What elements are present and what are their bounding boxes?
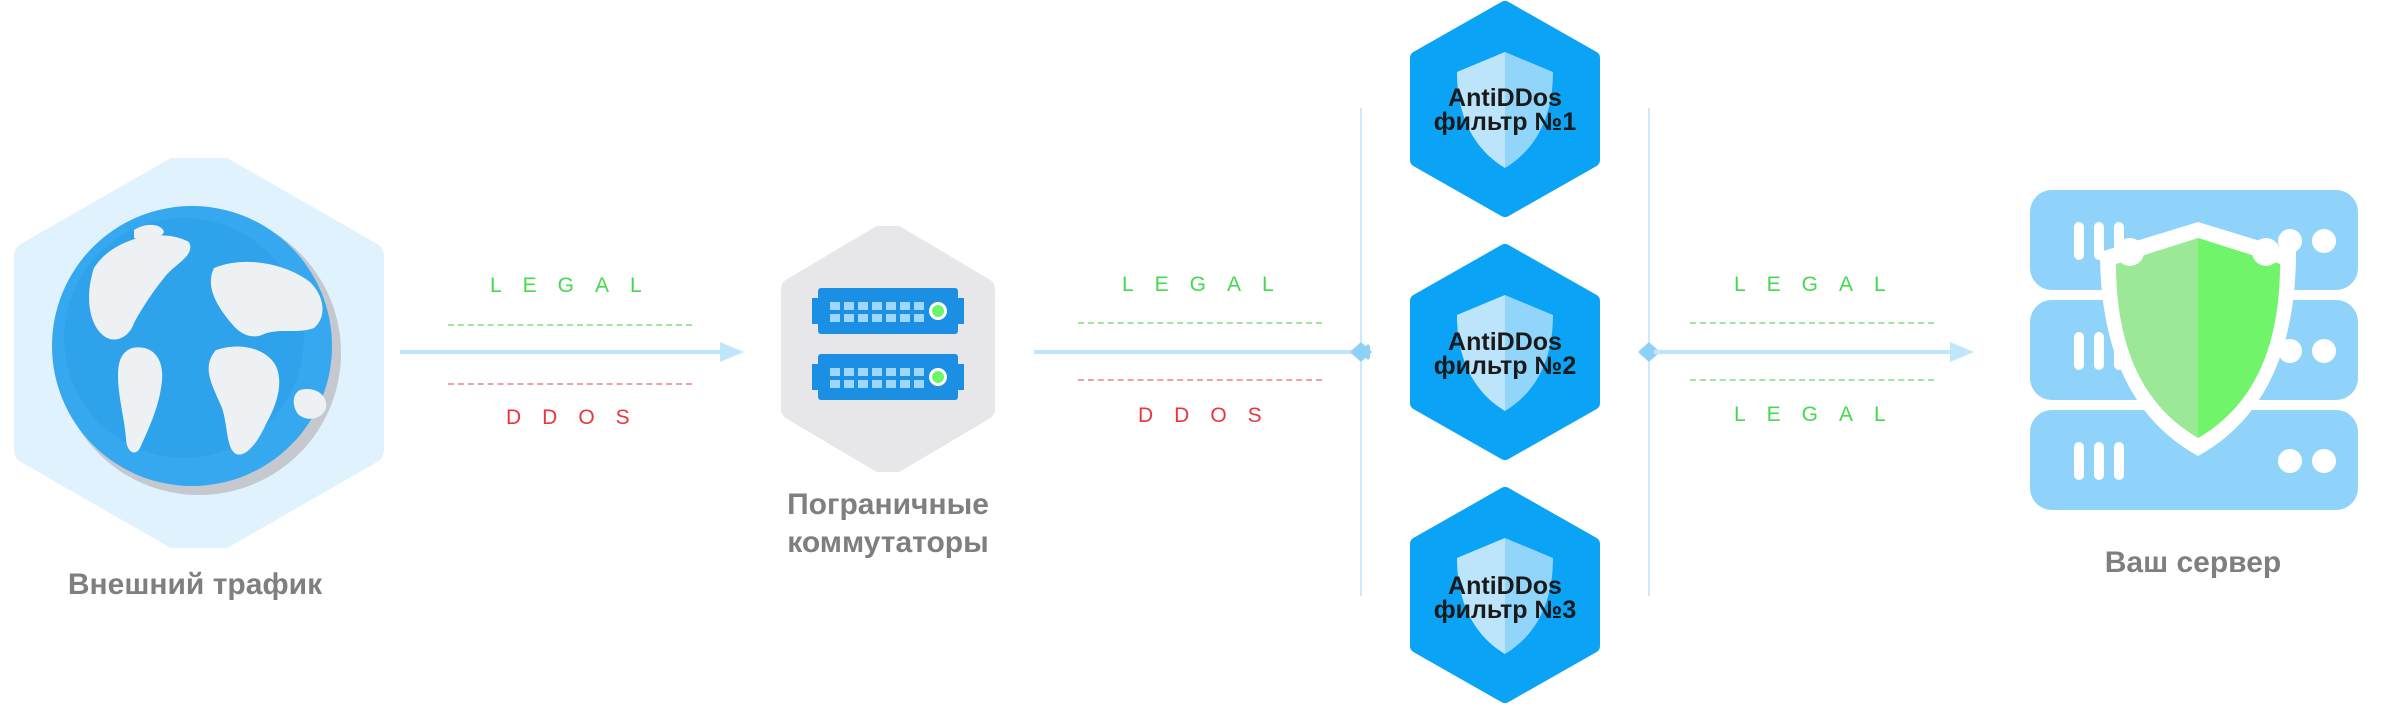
flow3-arrow: [1654, 342, 1974, 362]
shield-hexagon-icon: [1410, 1, 1600, 217]
border-switches-node: [778, 226, 998, 472]
flow2-ddos-label: DDOS: [1138, 404, 1283, 427]
flow3-bottom-dash: [1690, 379, 1934, 381]
antiddos-filter-3-label: AntiDDos фильтр №3: [1425, 572, 1585, 624]
right-junction-diamond: [1638, 342, 1660, 362]
shield-hexagon-icon: [1410, 487, 1600, 703]
antiddos-filter-2-label: AntiDDos фильтр №2: [1425, 328, 1585, 380]
flow3-top-dash: [1690, 322, 1934, 324]
border-switches-label: Пограничные коммутаторы: [740, 486, 1036, 562]
external-traffic-label: Внешний трафик: [67, 568, 323, 601]
flow1-arrow: [400, 342, 744, 362]
left-junction-diamond: [1350, 342, 1372, 362]
antiddos-filter-1-label: AntiDDos фильтр №1: [1425, 84, 1585, 136]
antiddos-filter-3-line2: фильтр №3: [1433, 596, 1577, 624]
server-node: [2020, 186, 2366, 522]
flow2-legal-label: LEGAL: [1122, 273, 1295, 296]
antiddos-filter-2-line2: фильтр №2: [1433, 352, 1577, 380]
shield-hexagon-icon: [1410, 244, 1600, 460]
flow1-ddos-label: DDOS: [506, 406, 651, 429]
flow3-legal-top-label: LEGAL: [1734, 273, 1907, 296]
globe-icon: [14, 158, 384, 548]
flow2-legal-dash: [1078, 322, 1322, 324]
flow1-legal-label: LEGAL: [490, 274, 663, 297]
antiddos-filter-3: [1405, 486, 1605, 704]
antiddos-filter-2: [1405, 243, 1605, 461]
antiddos-filter-3-line1: AntiDDos: [1448, 572, 1562, 600]
flow2-arrow: [1034, 344, 1370, 360]
server-shield-icon: [2030, 190, 2358, 510]
flow3-legal-bottom-label: LEGAL: [1734, 403, 1907, 426]
border-switches-label-line2: коммутаторы: [787, 526, 989, 559]
external-traffic-node: [14, 158, 384, 548]
antiddos-filter-1-line1: AntiDDos: [1448, 84, 1562, 112]
flow1-legal-dash: [448, 324, 692, 326]
server-label: Ваш сервер: [2104, 546, 2282, 579]
antiddos-filter-2-line1: AntiDDos: [1448, 328, 1562, 356]
flow2-ddos-dash: [1078, 379, 1322, 381]
border-switches-label-line1: Пограничные: [787, 488, 989, 521]
antiddos-filter-1-line2: фильтр №1: [1433, 108, 1577, 136]
flow1-ddos-dash: [448, 383, 692, 385]
switch-rack-icon: [781, 226, 995, 472]
antiddos-filter-1: [1405, 0, 1605, 218]
